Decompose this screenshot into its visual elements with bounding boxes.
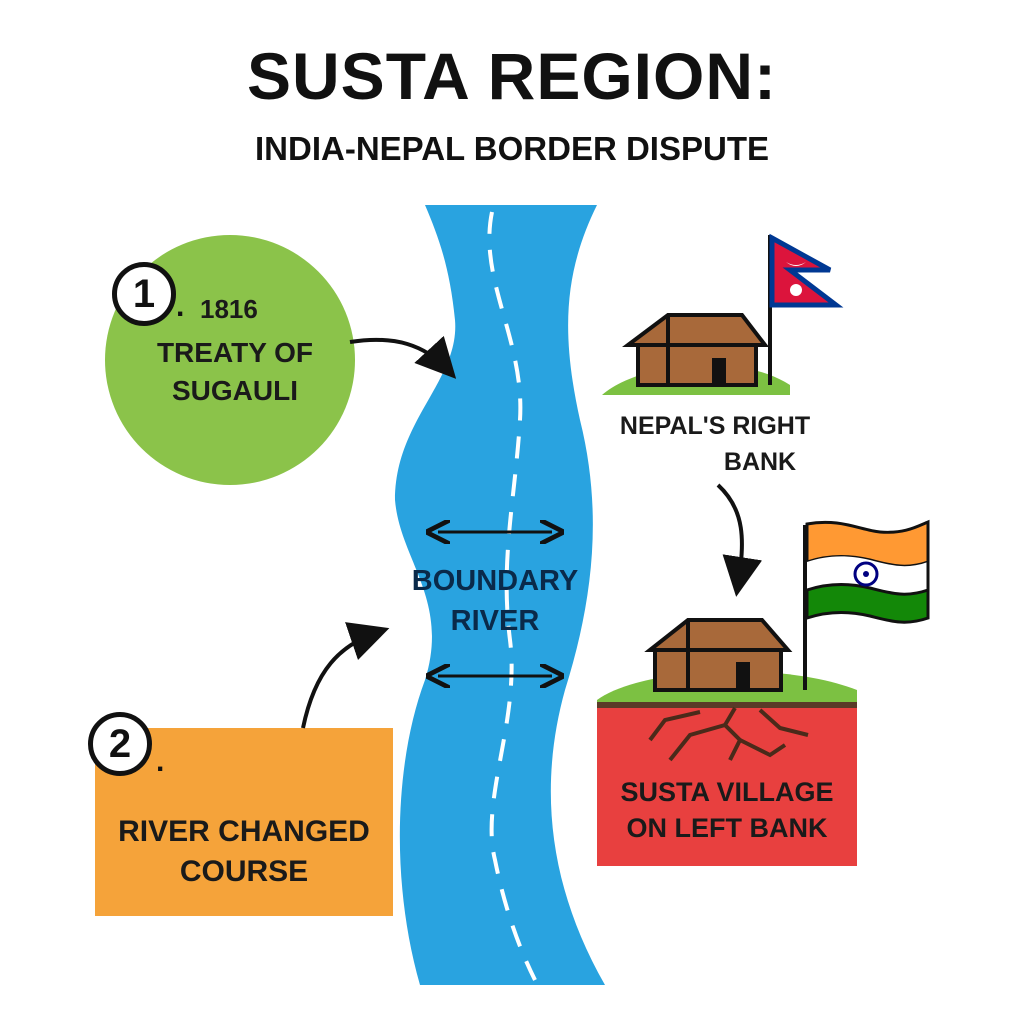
step1-number-badge: 1 [112,262,176,326]
step2-dot: . [156,745,165,778]
arrow-nepal-to-susta [716,483,763,597]
step1-dot: . [176,290,185,323]
ground-cracks [648,706,809,762]
page-subtitle: INDIA-NEPAL BORDER DISPUTE [255,130,769,167]
treaty-year: 1816 [200,294,258,324]
susta-house-icon [644,618,793,692]
page-title: SUSTA REGION: [246,39,777,113]
river-changed-line-1: RIVER CHANGED [118,815,370,848]
river-changed-line-2: COURSE [179,855,309,888]
river-label-line-1: BOUNDARY [411,565,579,597]
susta-line-1: SUSTA VILLAGE [620,777,834,807]
river-centerline [487,211,537,981]
nepal-flag-icon [768,233,844,385]
treaty-line-3: SUGAULI [172,375,298,406]
nepal-bank-line-2: BANK [723,448,797,476]
arrow-treaty-to-river [349,335,457,379]
susta-line-2: ON LEFT BANK [626,813,828,843]
nepal-house-icon [622,313,770,387]
susta-ground-line [597,700,857,708]
step2-number-badge: 2 [88,712,152,776]
susta-land [597,706,857,866]
arrow-change-to-river [301,622,390,729]
boundary-river [395,205,605,985]
treaty-line-2: TREATY OF [156,337,314,368]
nepal-bank-line-1: NEPAL'S RIGHT [619,412,811,440]
india-flag-icon [803,519,930,690]
river-label-line-2: RIVER [450,605,540,637]
